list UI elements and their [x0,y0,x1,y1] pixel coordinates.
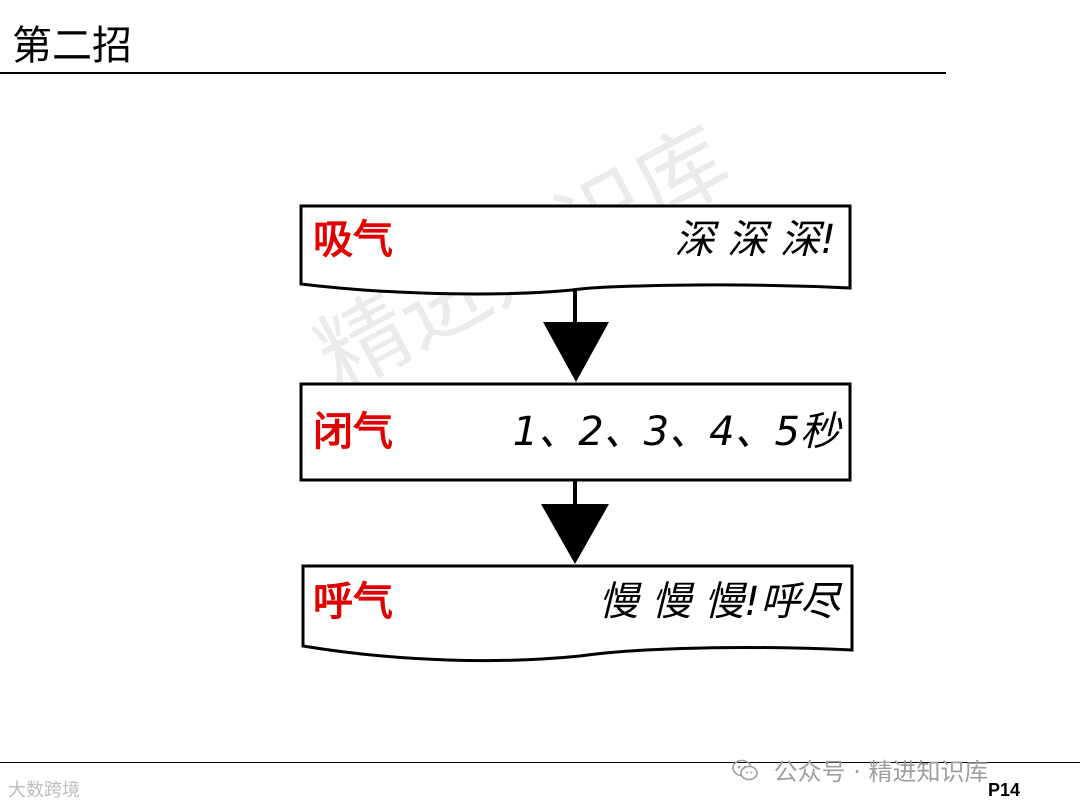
slide-title: 第二招 [12,23,132,69]
step-box-hold [299,382,852,482]
step-text-exhale: 慢 慢 慢!呼尽 [598,579,840,625]
arrow-down-icon [541,504,609,564]
arrow-down-icon [543,322,609,382]
step-label-hold: 闭气 [313,409,393,455]
step-label-inhale: 吸气 [313,217,393,263]
step-text-inhale: 深 深 深! [674,217,836,263]
step-text-hold: 1、2、3、4、5秒 [512,409,840,455]
step-box-exhale [301,564,854,663]
title-divider [0,72,946,74]
step-label-exhale: 呼气 [313,579,393,625]
footer-account-text: 公众号 · 精进知识库 [773,758,989,786]
wechat-icon [732,759,758,781]
footer-logo: 大数跨境 [8,776,80,802]
page-number: P14 [988,780,1021,800]
step-box-inhale [299,204,852,296]
footer-logo-text: 大数跨境 [8,780,80,801]
footer-account: 公众号 · 精进知识库 [732,752,989,787]
footer-divider [0,762,1080,763]
